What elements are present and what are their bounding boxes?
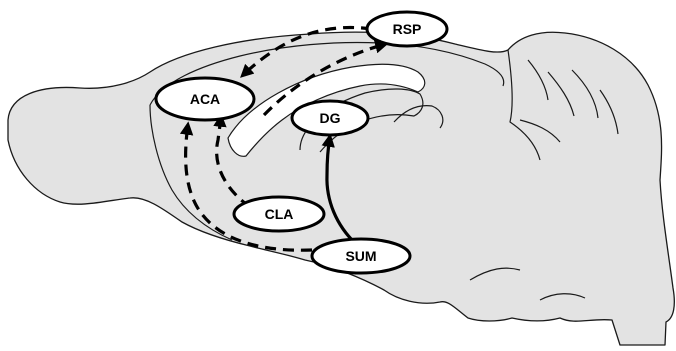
node-rsp: RSP <box>365 10 449 48</box>
cerebellum-edge <box>507 49 541 161</box>
node-rsp-label: RSP <box>393 21 422 37</box>
node-dg: DG <box>290 99 370 137</box>
edge-sum-dg <box>321 133 358 246</box>
node-sum: SUM <box>310 237 412 275</box>
cortex-boundary <box>149 41 505 106</box>
node-cla: CLA <box>232 195 326 233</box>
edge-aca-rsp <box>262 40 389 117</box>
edge-cla-aca <box>213 113 251 209</box>
cerebellum-folds <box>519 59 619 143</box>
edge-sum-aca <box>179 121 313 252</box>
node-sum-label: SUM <box>345 248 376 264</box>
node-aca-label: ACA <box>190 91 220 107</box>
node-cla-label: CLA <box>265 206 294 222</box>
ventricle-curve <box>393 105 444 129</box>
node-aca: ACA <box>154 76 256 122</box>
brainstem-edge <box>469 267 586 301</box>
node-dg-label: DG <box>320 110 341 126</box>
cortex-boundary-lower <box>149 104 233 241</box>
